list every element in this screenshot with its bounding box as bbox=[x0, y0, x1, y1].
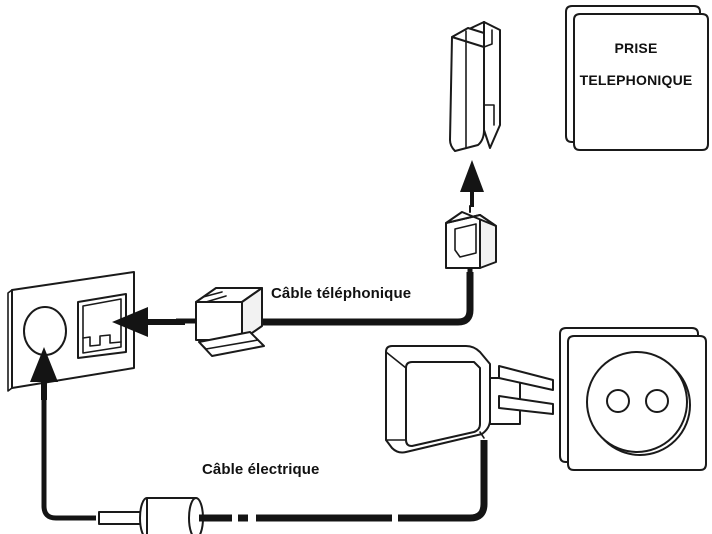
arrow-up-into-modem bbox=[460, 160, 484, 207]
label-electric-cable: Câble électrique bbox=[202, 461, 320, 478]
phone-socket-box-label-line2: TELEPHONIQUE bbox=[579, 72, 693, 88]
wall-phone-socket-box[interactable] bbox=[565, 5, 709, 151]
dc-barrel-plug[interactable] bbox=[98, 497, 232, 534]
telephone-cable-path bbox=[262, 272, 474, 326]
phone-socket-box-label-line1: PRISE bbox=[614, 40, 658, 56]
rj11-plug-vertical[interactable] bbox=[445, 205, 497, 280]
power-outlet-socket[interactable] bbox=[559, 327, 707, 471]
arrow-up-into-wall-hole bbox=[30, 347, 58, 400]
modem-device-body[interactable] bbox=[449, 21, 501, 152]
wall-plate[interactable] bbox=[7, 271, 135, 392]
power-adapter-plug[interactable] bbox=[385, 345, 554, 454]
rj11-plug-horizontal[interactable] bbox=[176, 287, 265, 357]
label-telephone-cable: Câble téléphonique bbox=[271, 285, 412, 302]
